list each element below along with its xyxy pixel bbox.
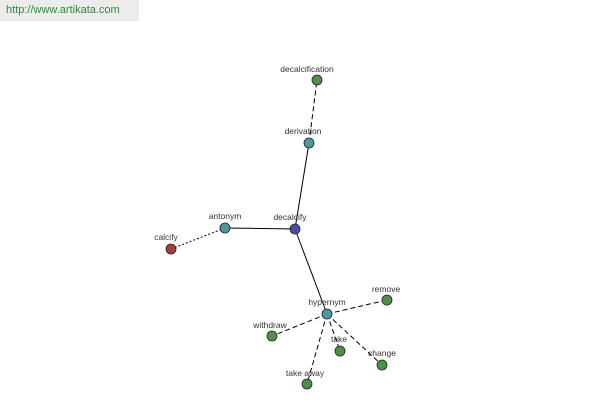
node-marker-decalcification[interactable]: [311, 74, 323, 86]
node-label-change: change: [368, 348, 396, 358]
edge-decalcify-derivation: [294, 142, 310, 230]
node-take_away[interactable]: take away: [286, 368, 325, 390]
edge-antonym-calcify: [170, 227, 226, 250]
node-hypernym[interactable]: hypernym: [308, 297, 346, 320]
node-marker-take[interactable]: [334, 345, 346, 357]
node-marker-change[interactable]: [376, 359, 388, 371]
node-label-calcify: calcify: [154, 232, 178, 242]
edge-hypernym-take: [326, 313, 341, 352]
edge-hypernym-remove: [326, 299, 388, 315]
edge-decalcify-hypernym: [294, 228, 328, 315]
node-label-decalcify: decalcify: [273, 212, 307, 222]
node-marker-hypernym[interactable]: [321, 308, 333, 320]
node-change[interactable]: change: [368, 348, 396, 371]
node-withdraw[interactable]: withdraw: [252, 320, 288, 342]
node-antonym[interactable]: antonym: [209, 211, 242, 234]
node-label-withdraw: withdraw: [252, 320, 287, 330]
node-marker-antonym[interactable]: [219, 222, 231, 234]
edge-hypernym-withdraw: [271, 313, 328, 337]
node-label-hypernym: hypernym: [308, 297, 345, 307]
node-label-take: take: [331, 334, 347, 344]
node-calcify[interactable]: calcify: [154, 232, 179, 255]
edge-hypernym-take_away: [306, 313, 328, 385]
node-marker-derivation[interactable]: [303, 137, 315, 149]
edge-hypernym-change: [326, 313, 383, 366]
node-remove[interactable]: remove: [372, 284, 401, 306]
node-decalcification[interactable]: decalcification: [280, 64, 334, 86]
edges-layer: [170, 79, 388, 385]
edge-derivation-decalcification: [308, 79, 318, 144]
node-label-derivation: derivation: [285, 126, 322, 136]
edge-decalcify-antonym: [224, 227, 296, 230]
node-label-remove: remove: [372, 284, 401, 294]
node-label-decalcification: decalcification: [280, 64, 334, 74]
site-url-banner[interactable]: http://www.artikata.com: [0, 0, 139, 21]
nodes-layer: decalcify derivation decalcification antony…: [154, 64, 401, 390]
node-label-take_away: take away: [286, 368, 325, 378]
node-marker-decalcify[interactable]: [289, 223, 301, 235]
node-marker-calcify[interactable]: [165, 243, 177, 255]
node-take[interactable]: take: [331, 334, 347, 357]
node-derivation[interactable]: derivation: [285, 126, 322, 149]
node-decalcify[interactable]: decalcify: [273, 212, 307, 235]
node-marker-remove[interactable]: [381, 294, 393, 306]
node-marker-take_away[interactable]: [301, 378, 313, 390]
node-marker-withdraw[interactable]: [266, 330, 278, 342]
node-label-antonym: antonym: [209, 211, 242, 221]
